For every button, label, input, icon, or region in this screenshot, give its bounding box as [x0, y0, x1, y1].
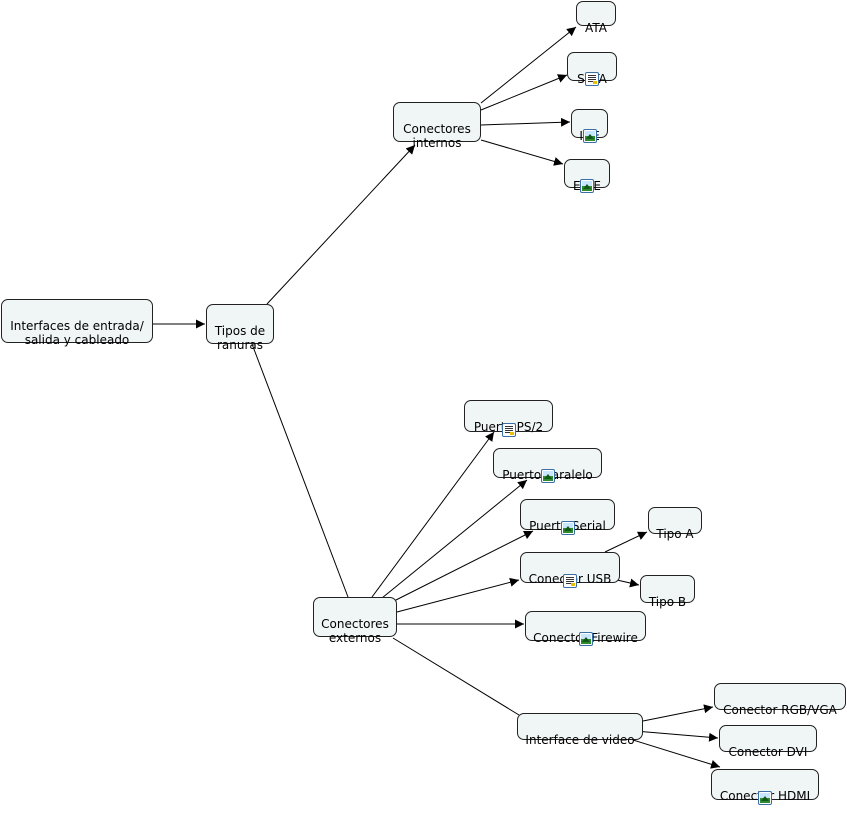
image-resource-icon[interactable]	[578, 632, 593, 646]
node-tipo-b[interactable]: Tipo B	[640, 575, 695, 609]
connector-line	[266, 144, 416, 305]
connector-line	[604, 531, 648, 553]
node-puerto-serial[interactable]: Puerto Serial	[520, 499, 615, 535]
connector-line	[634, 730, 719, 742]
connector-line	[381, 479, 528, 599]
node-interfaces-entrada-salida[interactable]: Interfaces de entrada/ salida y cableado	[1, 299, 153, 347]
node-label: Interfaces de entrada/ salida y cableado	[10, 319, 144, 347]
document-resource-icon[interactable]	[501, 423, 516, 437]
image-resource-icon[interactable]	[582, 129, 597, 143]
connector-line	[480, 26, 577, 104]
node-ata[interactable]: ATA	[576, 1, 616, 35]
connector-line	[251, 343, 349, 598]
connector-line	[632, 739, 721, 769]
node-conector-dvi[interactable]: Conector DVI	[719, 725, 817, 759]
node-label: Puerto Paralelo	[502, 468, 593, 482]
connector-line	[396, 577, 520, 613]
node-tipos-de-ranuras[interactable]: Tipos de ranuras	[206, 304, 274, 352]
node-conector-usb[interactable]: Conector USB	[520, 552, 620, 588]
node-eide[interactable]: EIDE	[564, 159, 610, 193]
node-conector-rgb-vga[interactable]: Conector RGB/VGA	[714, 683, 846, 717]
concept-map-canvas	[153, 26, 721, 769]
node-sata[interactable]: SATA	[567, 52, 617, 86]
connector-line	[392, 637, 520, 716]
node-conector-firewire[interactable]: Conector Firewire	[525, 611, 646, 646]
node-label: ATA	[585, 21, 607, 35]
image-resource-icon[interactable]	[758, 791, 772, 805]
node-puerto-paralelo[interactable]: Puerto Paralelo	[493, 448, 602, 483]
node-ide[interactable]: IDE	[571, 109, 608, 143]
node-conectores-internos[interactable]: Conectores internos	[393, 102, 481, 150]
node-label: Conector RGB/VGA	[723, 703, 837, 717]
node-label: Conectores internos	[403, 122, 471, 150]
connector-line	[616, 578, 640, 588]
connector-line	[371, 431, 495, 598]
node-label: Conector Firewire	[533, 631, 638, 645]
node-puerto-ps2[interactable]: Puerto PS/2	[464, 400, 553, 437]
connector-line	[480, 74, 568, 111]
node-label: Tipos de ranuras	[214, 324, 266, 352]
node-label: Tipo B	[648, 595, 687, 609]
image-resource-icon[interactable]	[540, 469, 555, 483]
node-interface-de-video[interactable]: Interface de video	[517, 713, 643, 747]
node-label: Interface de video	[525, 733, 635, 747]
connector-line	[642, 704, 714, 722]
node-label: Puerto Serial	[529, 519, 606, 533]
image-resource-icon[interactable]	[580, 179, 594, 193]
node-label: Conectores externos	[321, 617, 389, 645]
node-conector-hdmi[interactable]: Conector HDMI	[711, 769, 819, 805]
document-resource-icon[interactable]	[585, 72, 599, 86]
node-tipo-a[interactable]: Tipo A	[648, 507, 702, 541]
node-conectores-externos[interactable]: Conectores externos	[313, 597, 397, 645]
connector-line	[391, 530, 534, 603]
document-resource-icon[interactable]	[563, 574, 577, 588]
connector-line	[480, 117, 571, 127]
connector-line	[480, 139, 564, 166]
node-label: Tipo A	[656, 527, 694, 541]
image-resource-icon[interactable]	[560, 521, 575, 535]
node-label: Conector DVI	[728, 745, 808, 759]
